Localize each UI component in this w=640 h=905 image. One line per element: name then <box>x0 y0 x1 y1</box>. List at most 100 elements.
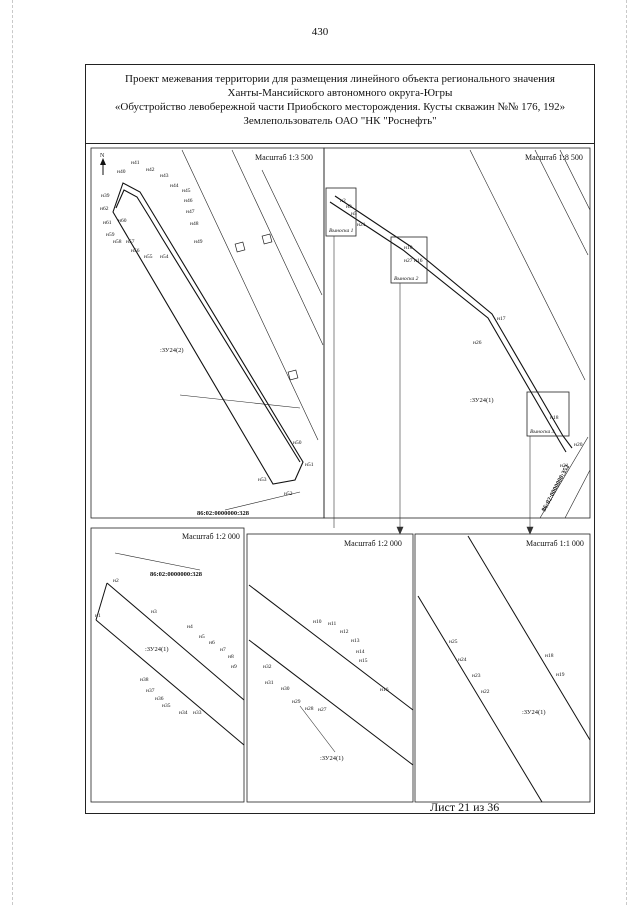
callout-1-label: Выноска 1 <box>329 228 354 234</box>
svg-text:н48: н48 <box>190 221 199 227</box>
svg-text:н58: н58 <box>113 239 122 245</box>
svg-text:н60: н60 <box>118 218 127 224</box>
scale-bottom-right: Масштаб 1:1 000 <box>526 539 584 548</box>
svg-text:н37: н37 <box>146 688 155 694</box>
title-line-1: Проект межевания территории для размещен… <box>125 73 555 85</box>
svg-text:н24: н24 <box>458 657 467 663</box>
background-parcel-lines-tr <box>469 149 591 519</box>
svg-text:н10: н10 <box>404 245 413 251</box>
svg-text:н20: н20 <box>574 442 583 448</box>
svg-text:н5: н5 <box>351 211 357 217</box>
svg-text:н44: н44 <box>170 183 179 189</box>
svg-text:н18: н18 <box>545 653 554 659</box>
svg-text:н4: н4 <box>187 624 193 630</box>
svg-text:н12: н12 <box>340 629 349 635</box>
svg-text:н51: н51 <box>305 462 314 468</box>
title-line-4: Землепользователь ОАО "НК "Роснефть" <box>243 115 437 127</box>
svg-text:н8: н8 <box>228 654 234 660</box>
svg-text:н9: н9 <box>231 664 237 670</box>
scale-bottom-left: Масштаб 1:2 000 <box>182 532 240 541</box>
svg-text:н23: н23 <box>472 673 481 679</box>
svg-text:н29: н29 <box>292 699 301 705</box>
svg-text:н6: н6 <box>209 640 215 646</box>
svg-text:н42: н42 <box>146 167 155 173</box>
scale-bottom-mid: Масштаб 1:2 000 <box>344 539 402 548</box>
callout-connectors <box>333 236 534 535</box>
plot-zu24-1-outline <box>329 195 573 453</box>
points-bottom-right: н25 н24 н23 н22 н18 н19 <box>449 639 565 695</box>
svg-text:н38: н38 <box>140 677 149 683</box>
panel-bottom-left-frame <box>90 527 245 803</box>
svg-text:н49: н49 <box>194 239 203 245</box>
svg-text:н61: н61 <box>103 220 112 226</box>
svg-text:н3: н3 <box>151 609 157 615</box>
svg-text:н45: н45 <box>182 188 191 194</box>
svg-text:н22: н22 <box>481 689 490 695</box>
panel-bottom-right-frame <box>414 533 591 803</box>
title-line-2: Ханты-Мансийского автономного округа-Югр… <box>227 87 453 99</box>
plot-zu24-2-outline <box>112 182 304 485</box>
svg-text:н31: н31 <box>265 680 274 686</box>
building-squares <box>234 233 299 381</box>
svg-text:н27: н27 <box>318 707 327 713</box>
svg-text:н21: н21 <box>560 463 569 469</box>
panel-top-left-frame <box>90 147 325 519</box>
svg-text:н62: н62 <box>100 206 109 212</box>
svg-text:н43: н43 <box>160 173 169 179</box>
scale-top-right: Масштаб 1:8 500 <box>525 153 583 162</box>
leader-plot-bm <box>299 705 336 753</box>
sheet-number: Лист 21 из 36 <box>430 800 500 814</box>
svg-text:н35: н35 <box>162 703 171 709</box>
svg-text:н13: н13 <box>351 638 360 644</box>
title-line-3: «Обустройство левобережной части Приобск… <box>114 101 566 113</box>
svg-text:н2: н2 <box>113 578 119 584</box>
svg-text:н11: н11 <box>328 621 336 627</box>
svg-text:н53: н53 <box>258 477 267 483</box>
plot-label-zu24-1-bm: :ЗУ24(1) <box>320 755 344 762</box>
plot-label-zu24-1-br: :ЗУ24(1) <box>522 709 546 716</box>
plot-zu24-1-bl-outline <box>95 582 245 746</box>
fold-line-left <box>12 0 13 905</box>
svg-text:н16: н16 <box>380 687 389 693</box>
callout-2-label: Выноска 2 <box>394 276 419 282</box>
svg-text:н7: н7 <box>220 647 226 653</box>
svg-text:н56: н56 <box>131 248 140 254</box>
north-arrow-icon <box>100 158 106 175</box>
leader-cadastral-tl <box>224 491 301 511</box>
callout-box-2 <box>390 236 428 284</box>
svg-text:н26: н26 <box>473 340 482 346</box>
svg-text:н36: н36 <box>155 696 164 702</box>
scale-top-left: Масштаб 1:3 500 <box>255 153 313 162</box>
svg-text:н54: н54 <box>160 254 169 260</box>
svg-text:н55: н55 <box>144 254 153 260</box>
svg-text:н25: н25 <box>449 639 458 645</box>
svg-text:н39: н39 <box>101 193 110 199</box>
cadastral-top-right: 86:02:0000000:352 <box>541 464 572 513</box>
svg-text:н47: н47 <box>186 209 195 215</box>
svg-text:н3: н3 <box>346 204 352 210</box>
page-number: 430 <box>311 26 329 38</box>
leader-cadastral-bl <box>114 552 201 571</box>
svg-text:н16: н16 <box>414 258 423 264</box>
cadastral-top-left: 86:02:0000000:328 <box>197 510 250 517</box>
svg-text:н27: н27 <box>404 258 413 264</box>
svg-text:н50: н50 <box>293 440 302 446</box>
svg-text:н33: н33 <box>193 710 202 716</box>
svg-text:н21: н21 <box>357 222 366 228</box>
svg-text:н1: н1 <box>95 613 101 619</box>
plot-zu24-1-bm-outline <box>248 584 414 766</box>
svg-text:н57: н57 <box>126 239 135 245</box>
svg-text:н15: н15 <box>359 658 368 664</box>
plot-label-zu24-1-tr: :ЗУ24(1) <box>470 397 494 404</box>
svg-text:н19: н19 <box>556 672 565 678</box>
svg-text:н40: н40 <box>117 169 126 175</box>
svg-text:н5: н5 <box>199 634 205 640</box>
cadastral-bottom-left: 86:02:0000000:328 <box>150 571 203 578</box>
plot-zu24-1-br-outline <box>417 535 591 803</box>
svg-text:н10: н10 <box>313 619 322 625</box>
plot-label-zu24-1-bl: :ЗУ24(1) <box>145 646 169 653</box>
